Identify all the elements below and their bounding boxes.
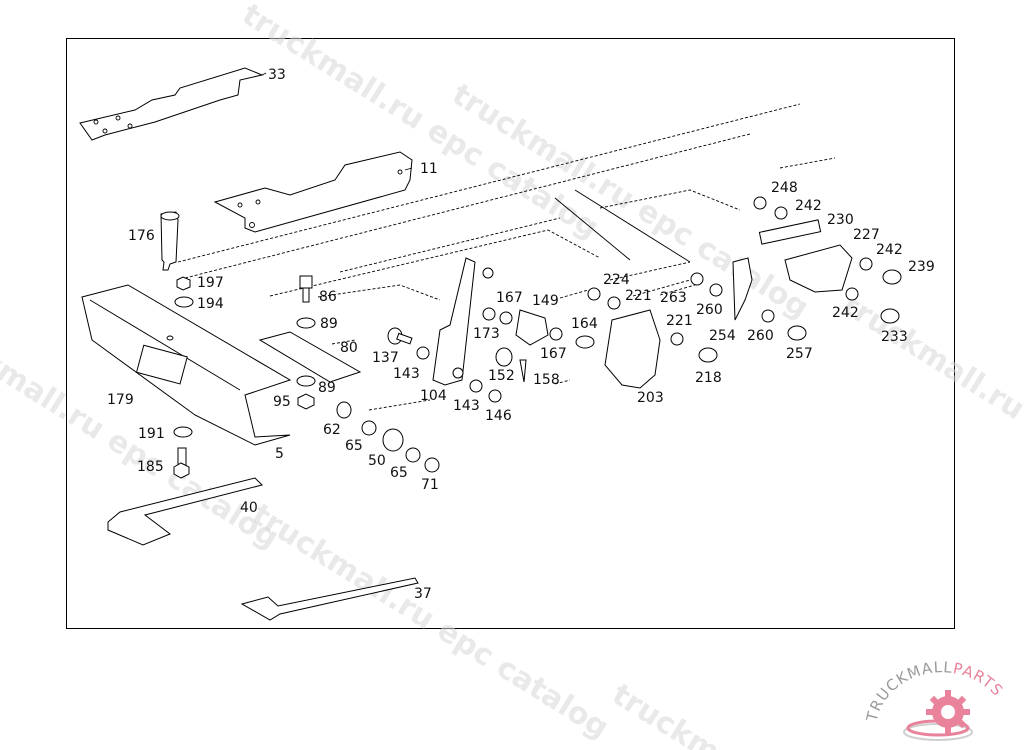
- part-label: 137: [372, 350, 399, 366]
- part-label: 176: [128, 228, 155, 244]
- part-104-link: [432, 257, 502, 403]
- part-labels: 33 11 176 197 194 86 89 80 137 143 89 95…: [107, 67, 935, 602]
- part-label: 50: [368, 453, 386, 469]
- part-label: 194: [197, 296, 224, 312]
- part-label: 221: [625, 288, 652, 304]
- part-label: 89: [318, 380, 336, 396]
- part-label: 239: [908, 259, 935, 275]
- part-label: 197: [197, 275, 224, 291]
- part-label: 260: [696, 302, 723, 318]
- part-40-bracket: [107, 477, 263, 546]
- part-label: 149: [532, 293, 559, 309]
- part-label: 37: [414, 586, 432, 602]
- diagram-frame: [66, 38, 955, 629]
- part-label: 221: [666, 313, 693, 329]
- logo-text-accent: PARTS: [952, 659, 1007, 700]
- part-label: 143: [393, 366, 420, 382]
- part-5-bumper: [81, 284, 292, 446]
- part-label: 71: [421, 477, 439, 493]
- part-label: 146: [485, 408, 512, 424]
- part-label: 233: [881, 329, 908, 345]
- leader-lines: [261, 72, 696, 411]
- part-label: 224: [603, 272, 630, 288]
- frame-rails: [177, 103, 836, 297]
- part-label: 242: [795, 198, 822, 214]
- part-11-bracket: [213, 151, 413, 233]
- part-label: 104: [420, 388, 447, 404]
- part-label: 218: [695, 370, 722, 386]
- gear-icon: [903, 690, 973, 741]
- part-label: 254: [709, 328, 736, 344]
- fasteners: [173, 275, 440, 479]
- middle-hardware: [482, 196, 902, 389]
- part-176-bolt: [160, 211, 180, 271]
- part-label: 185: [137, 459, 164, 475]
- part-label: 5: [275, 446, 284, 462]
- watermark: truckmall.ru epc catalog: [246, 497, 615, 746]
- part-label: 230: [827, 212, 854, 228]
- part-label: 62: [323, 422, 341, 438]
- part-label: 65: [390, 465, 408, 481]
- part-label: 143: [453, 398, 480, 414]
- part-label: 86: [319, 289, 337, 305]
- part-label: 80: [340, 340, 358, 356]
- part-label: 167: [496, 290, 523, 306]
- part-label: 242: [876, 242, 903, 258]
- part-label: 11: [420, 161, 438, 177]
- part-label: 65: [345, 438, 363, 454]
- part-label: 167: [540, 346, 567, 362]
- part-label: 173: [473, 326, 500, 342]
- part-label: 203: [637, 390, 664, 406]
- part-33-bracket: [79, 67, 264, 141]
- part-label: 164: [571, 316, 598, 332]
- part-label: 95: [273, 394, 291, 410]
- part-label: 89: [320, 316, 338, 332]
- part-label: 227: [853, 227, 880, 243]
- part-label: 179: [107, 392, 134, 408]
- part-label: 248: [771, 180, 798, 196]
- part-label: 191: [138, 426, 165, 442]
- part-label: 158: [533, 372, 560, 388]
- part-label: 257: [786, 346, 813, 362]
- truckmallparts-logo: TRUCKMALLPARTS: [863, 658, 1007, 741]
- watermark: truckmall.ru epc catalog: [836, 287, 1024, 536]
- part-label: 152: [488, 368, 515, 384]
- part-label: 40: [240, 500, 258, 516]
- part-label: 260: [747, 328, 774, 344]
- part-label: 242: [832, 305, 859, 321]
- part-37-bracket: [240, 577, 419, 621]
- part-label: 263: [660, 290, 687, 306]
- part-label: 33: [268, 67, 286, 83]
